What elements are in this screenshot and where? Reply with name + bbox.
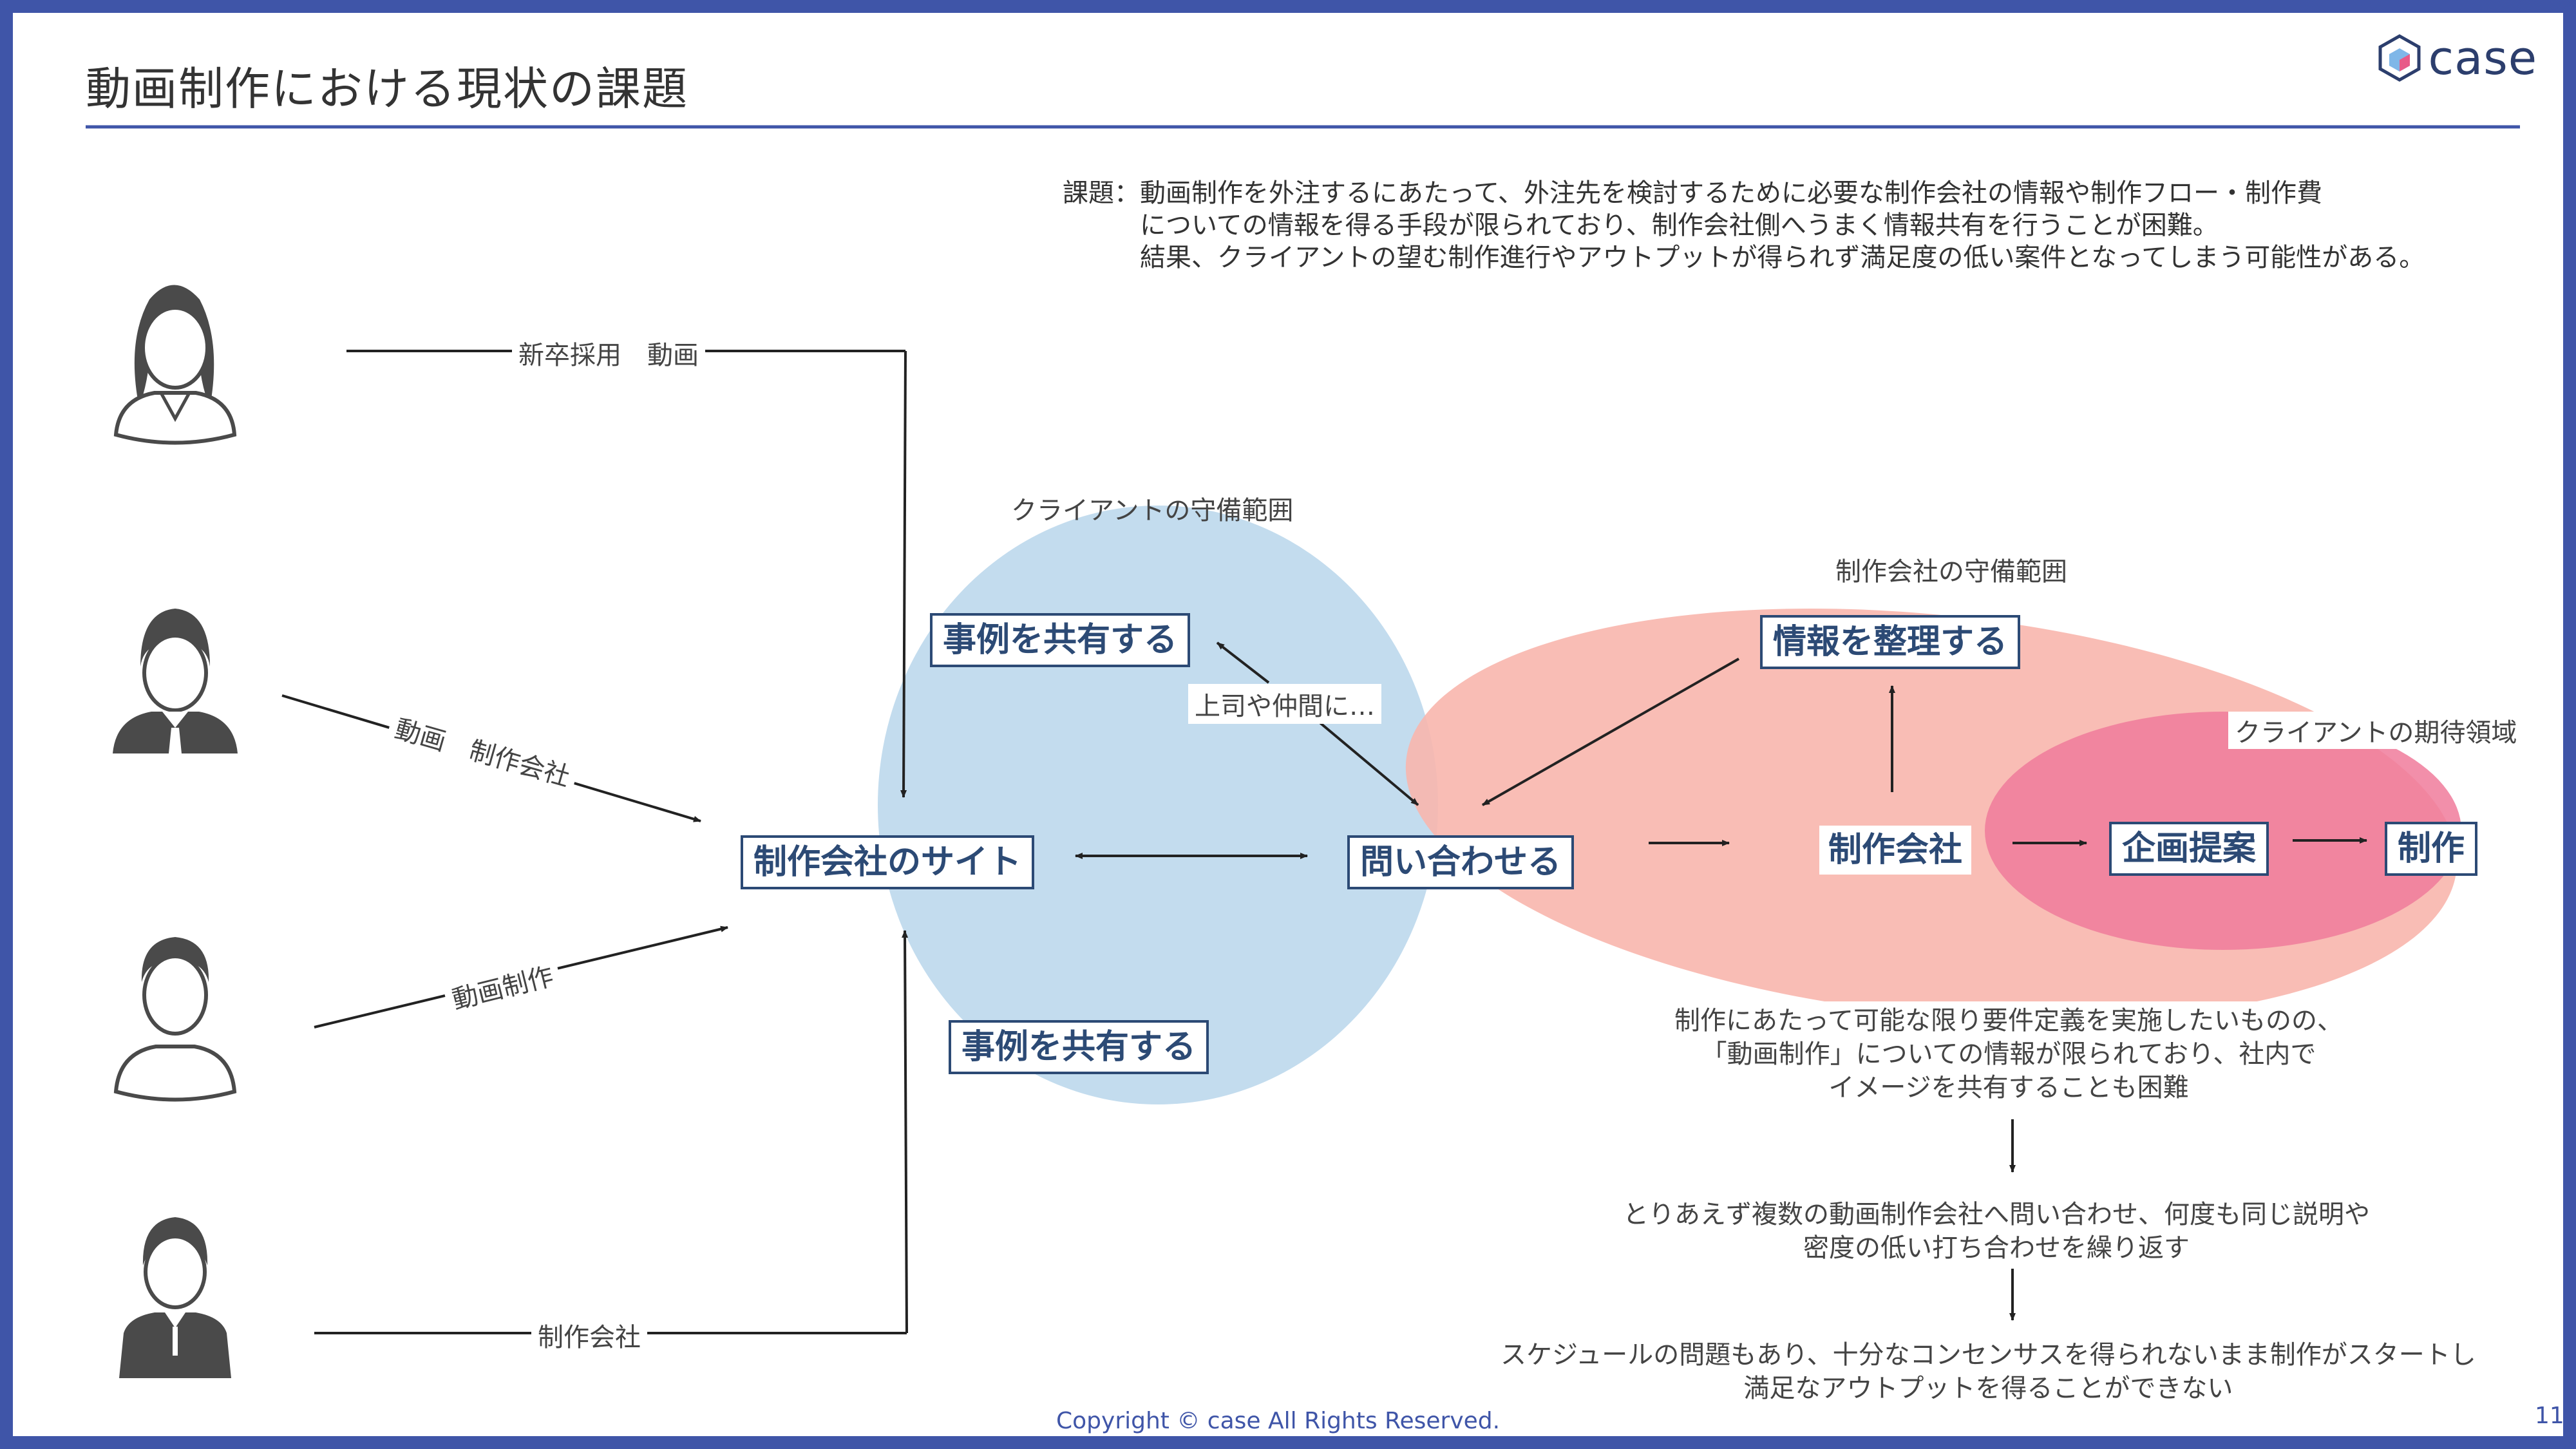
client-area-label: クライアントの守備範囲 (1011, 496, 1294, 526)
share-case-node-top: 事例を共有する (930, 613, 1191, 667)
share-case-node-bottom: 事例を共有する (949, 1020, 1209, 1074)
cube-logo-icon (2378, 34, 2421, 82)
male-user-icon (113, 609, 238, 753)
page-title: 動画制作における現状の課題 (86, 62, 688, 115)
female-user-icon (113, 285, 237, 445)
slide: 動画制作における現状の課題 case 課題：動画制作を外注するにあたって、外注先… (13, 13, 2563, 1436)
query-label-production-company: 制作会社 (531, 1315, 647, 1355)
expectation-area-label: クライアントの期待領域 (2228, 712, 2524, 749)
page-number: 11 (2535, 1403, 2563, 1429)
organize-info-node: 情報を整理する (1760, 615, 2021, 669)
proposal-node: 企画提案 (2109, 822, 2269, 876)
case-logo: case (2378, 31, 2537, 85)
businessman-icon (119, 1217, 231, 1378)
query-label-new-grad: 新卒採用 動画 (512, 333, 705, 373)
site-node: 制作会社のサイト (741, 835, 1035, 889)
note-no-consensus: スケジュールの問題もあり、十分なコンセンサスを得られないまま制作がスタートし 満… (1501, 1338, 2476, 1405)
company-area-label: 制作会社の守備範囲 (1835, 557, 2067, 587)
note-repeat-meetings: とりあえず複数の動画制作会社へ問い合わせ、何度も同じ説明や 密度の低い打ち合わせ… (1623, 1198, 2370, 1265)
company-node: 制作会社 (1819, 826, 1972, 875)
issue-text: 課題：動画制作を外注するにあたって、外注先を検討するために必要な制作会社の情報や… (1063, 178, 2425, 272)
production-node: 制作 (2385, 822, 2478, 876)
male-casual-user-icon (113, 937, 237, 1102)
note-requirements: 制作にあたって可能な限り要件定義を実施したいものの、 「動画制作」についての情報… (1668, 1001, 2349, 1107)
boss-label: 上司や仲間に… (1188, 684, 1381, 724)
copyright: Copyright © case All Rights Reserved. (1056, 1408, 1501, 1434)
inquiry-node: 問い合わせる (1347, 835, 1575, 889)
logo-text: case (2428, 31, 2537, 85)
client-area (878, 506, 1438, 1104)
